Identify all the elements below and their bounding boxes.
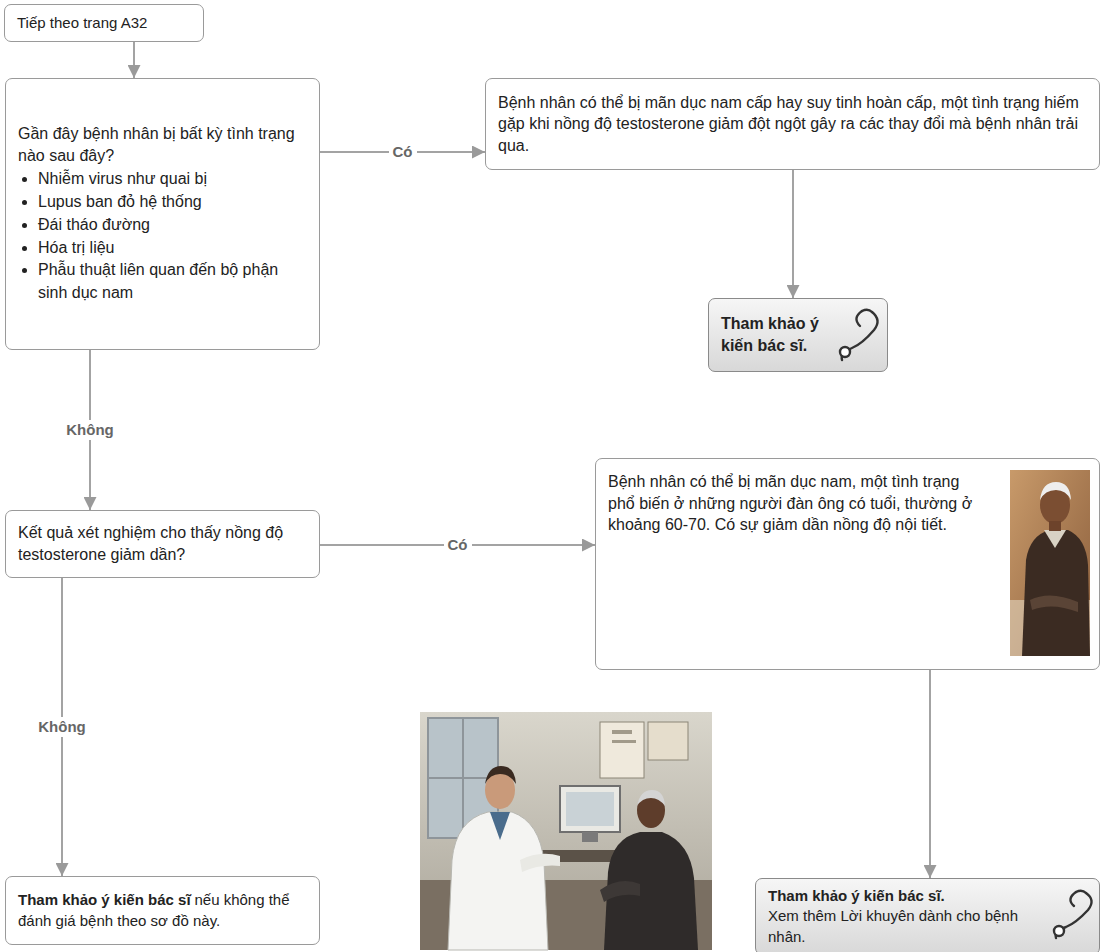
- sentence: Tham khảo ý kiến bác sĩnếu không thể đán…: [18, 890, 307, 931]
- question-text: Gần đây bệnh nhân bị bất kỳ tình trạng n…: [18, 123, 307, 166]
- edge-label: Không: [34, 717, 89, 737]
- edge-label: Có: [389, 142, 417, 162]
- bullet-item: Phẫu thuật liên quan đến bộ phận sinh dụ…: [38, 259, 307, 304]
- stethoscope-icon: [1054, 891, 1092, 938]
- process-box: Bệnh nhân có thể bị mãn dục nam, một tìn…: [595, 458, 1100, 670]
- advice-box: Tham khảo ý kiến bác sĩ.Xem thêm Lời khu…: [755, 878, 1100, 952]
- connector-arrow: [133, 42, 135, 78]
- node-text: Tham khảo ý kiến bác sĩ: [18, 891, 191, 908]
- connector-arrow: [929, 670, 931, 878]
- process-box: Bệnh nhân có thể bị mãn dục nam cấp hay …: [485, 78, 1100, 170]
- bullet-item: Lupus ban đỏ hệ thống: [38, 191, 307, 214]
- process-box: Tham khảo ý kiến bác sĩnếu không thể đán…: [5, 876, 320, 945]
- node-text: Xem thêm Lời khuyên dành cho bệnh nhân.: [768, 906, 1019, 947]
- elderly-man-photo: [1010, 470, 1090, 656]
- bullet-item: Hóa trị liệu: [38, 237, 307, 260]
- process-box: Tiếp theo trang A32: [4, 4, 204, 42]
- connector-arrow: [792, 170, 794, 298]
- node-text: Kết quả xét nghiệm cho thấy nồng độ test…: [18, 522, 307, 565]
- edge-label: Không: [62, 420, 117, 440]
- node-text: Bệnh nhân có thể bị mãn dục nam cấp hay …: [498, 92, 1087, 157]
- node-text: Tham khảo ý kiến bác sĩ.: [768, 886, 1019, 906]
- doctor-patient-photo: [420, 712, 712, 950]
- bullet-item: Đái tháo đường: [38, 214, 307, 237]
- node-text: Tham khảo ý kiến bác sĩ.: [721, 313, 827, 356]
- stethoscope-icon: [840, 310, 878, 360]
- bullet-item: Nhiễm virus như quai bị: [38, 168, 307, 191]
- node-text: Tiếp theo trang A32: [17, 13, 191, 33]
- edge-label: Có: [444, 535, 472, 555]
- process-box: Kết quả xét nghiệm cho thấy nồng độ test…: [5, 510, 320, 578]
- node-text: Bệnh nhân có thể bị mãn dục nam, một tìn…: [608, 471, 987, 536]
- bullet-list: Nhiễm virus như quai bịLupus ban đỏ hệ t…: [18, 168, 307, 304]
- process-box: Gần đây bệnh nhân bị bất kỳ tình trạng n…: [5, 78, 320, 350]
- advice-box: Tham khảo ý kiến bác sĩ.: [708, 298, 888, 372]
